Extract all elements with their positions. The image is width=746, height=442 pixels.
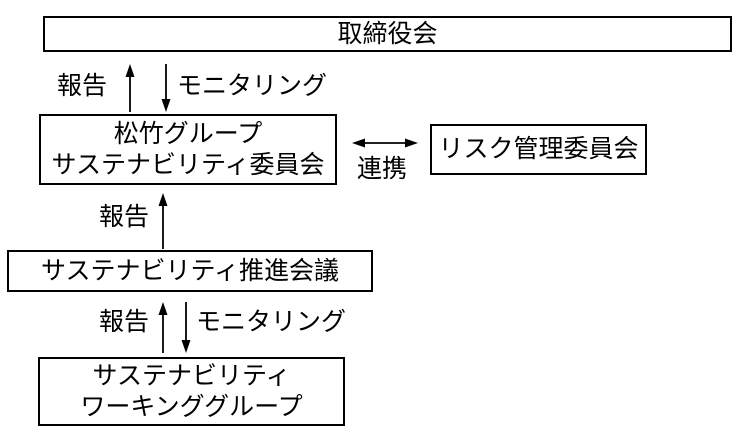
sustainability-working-group-label-line1: サステナビリティ (92, 361, 291, 390)
sustainability-committee-label-line2: サステナビリティ委員会 (51, 150, 325, 179)
sustainability-committee-label-line1: 松竹グループ (113, 119, 263, 148)
report-up-arrow-board (125, 64, 135, 112)
monitoring-down-arrow-working-group (181, 302, 191, 353)
monitoring-label-board: モニタリング (177, 72, 328, 100)
report-up-arrow-council (158, 193, 168, 249)
report-label-board: 報告 (57, 72, 108, 100)
risk-management-committee-label: リスク管理委員会 (438, 135, 639, 163)
sustainability-promotion-council-box: サステナビリティ推進会議 (7, 250, 373, 292)
report-up-arrow-working-group (158, 302, 168, 353)
sustainability-promotion-council-label: サステナビリティ推進会議 (40, 256, 339, 285)
sustainability-working-group-label-line2: ワーキンググループ (80, 392, 303, 421)
monitoring-label-working-group: モニタリング (196, 308, 347, 336)
collaboration-label: 連携 (357, 155, 408, 183)
risk-management-committee-box: リスク管理委員会 (430, 124, 647, 175)
sustainability-committee-box: 松竹グループ サステナビリティ委員会 (39, 114, 337, 185)
collaboration-double-arrow (352, 138, 418, 148)
sustainability-working-group-box: サステナビリティ ワーキンググループ (38, 357, 345, 426)
board-of-directors-box: 取締役会 (43, 16, 732, 52)
report-label-working-group: 報告 (99, 308, 150, 336)
monitoring-down-arrow-board (161, 64, 171, 112)
board-of-directors-label: 取締役会 (337, 19, 438, 48)
report-label-council: 報告 (99, 203, 150, 231)
